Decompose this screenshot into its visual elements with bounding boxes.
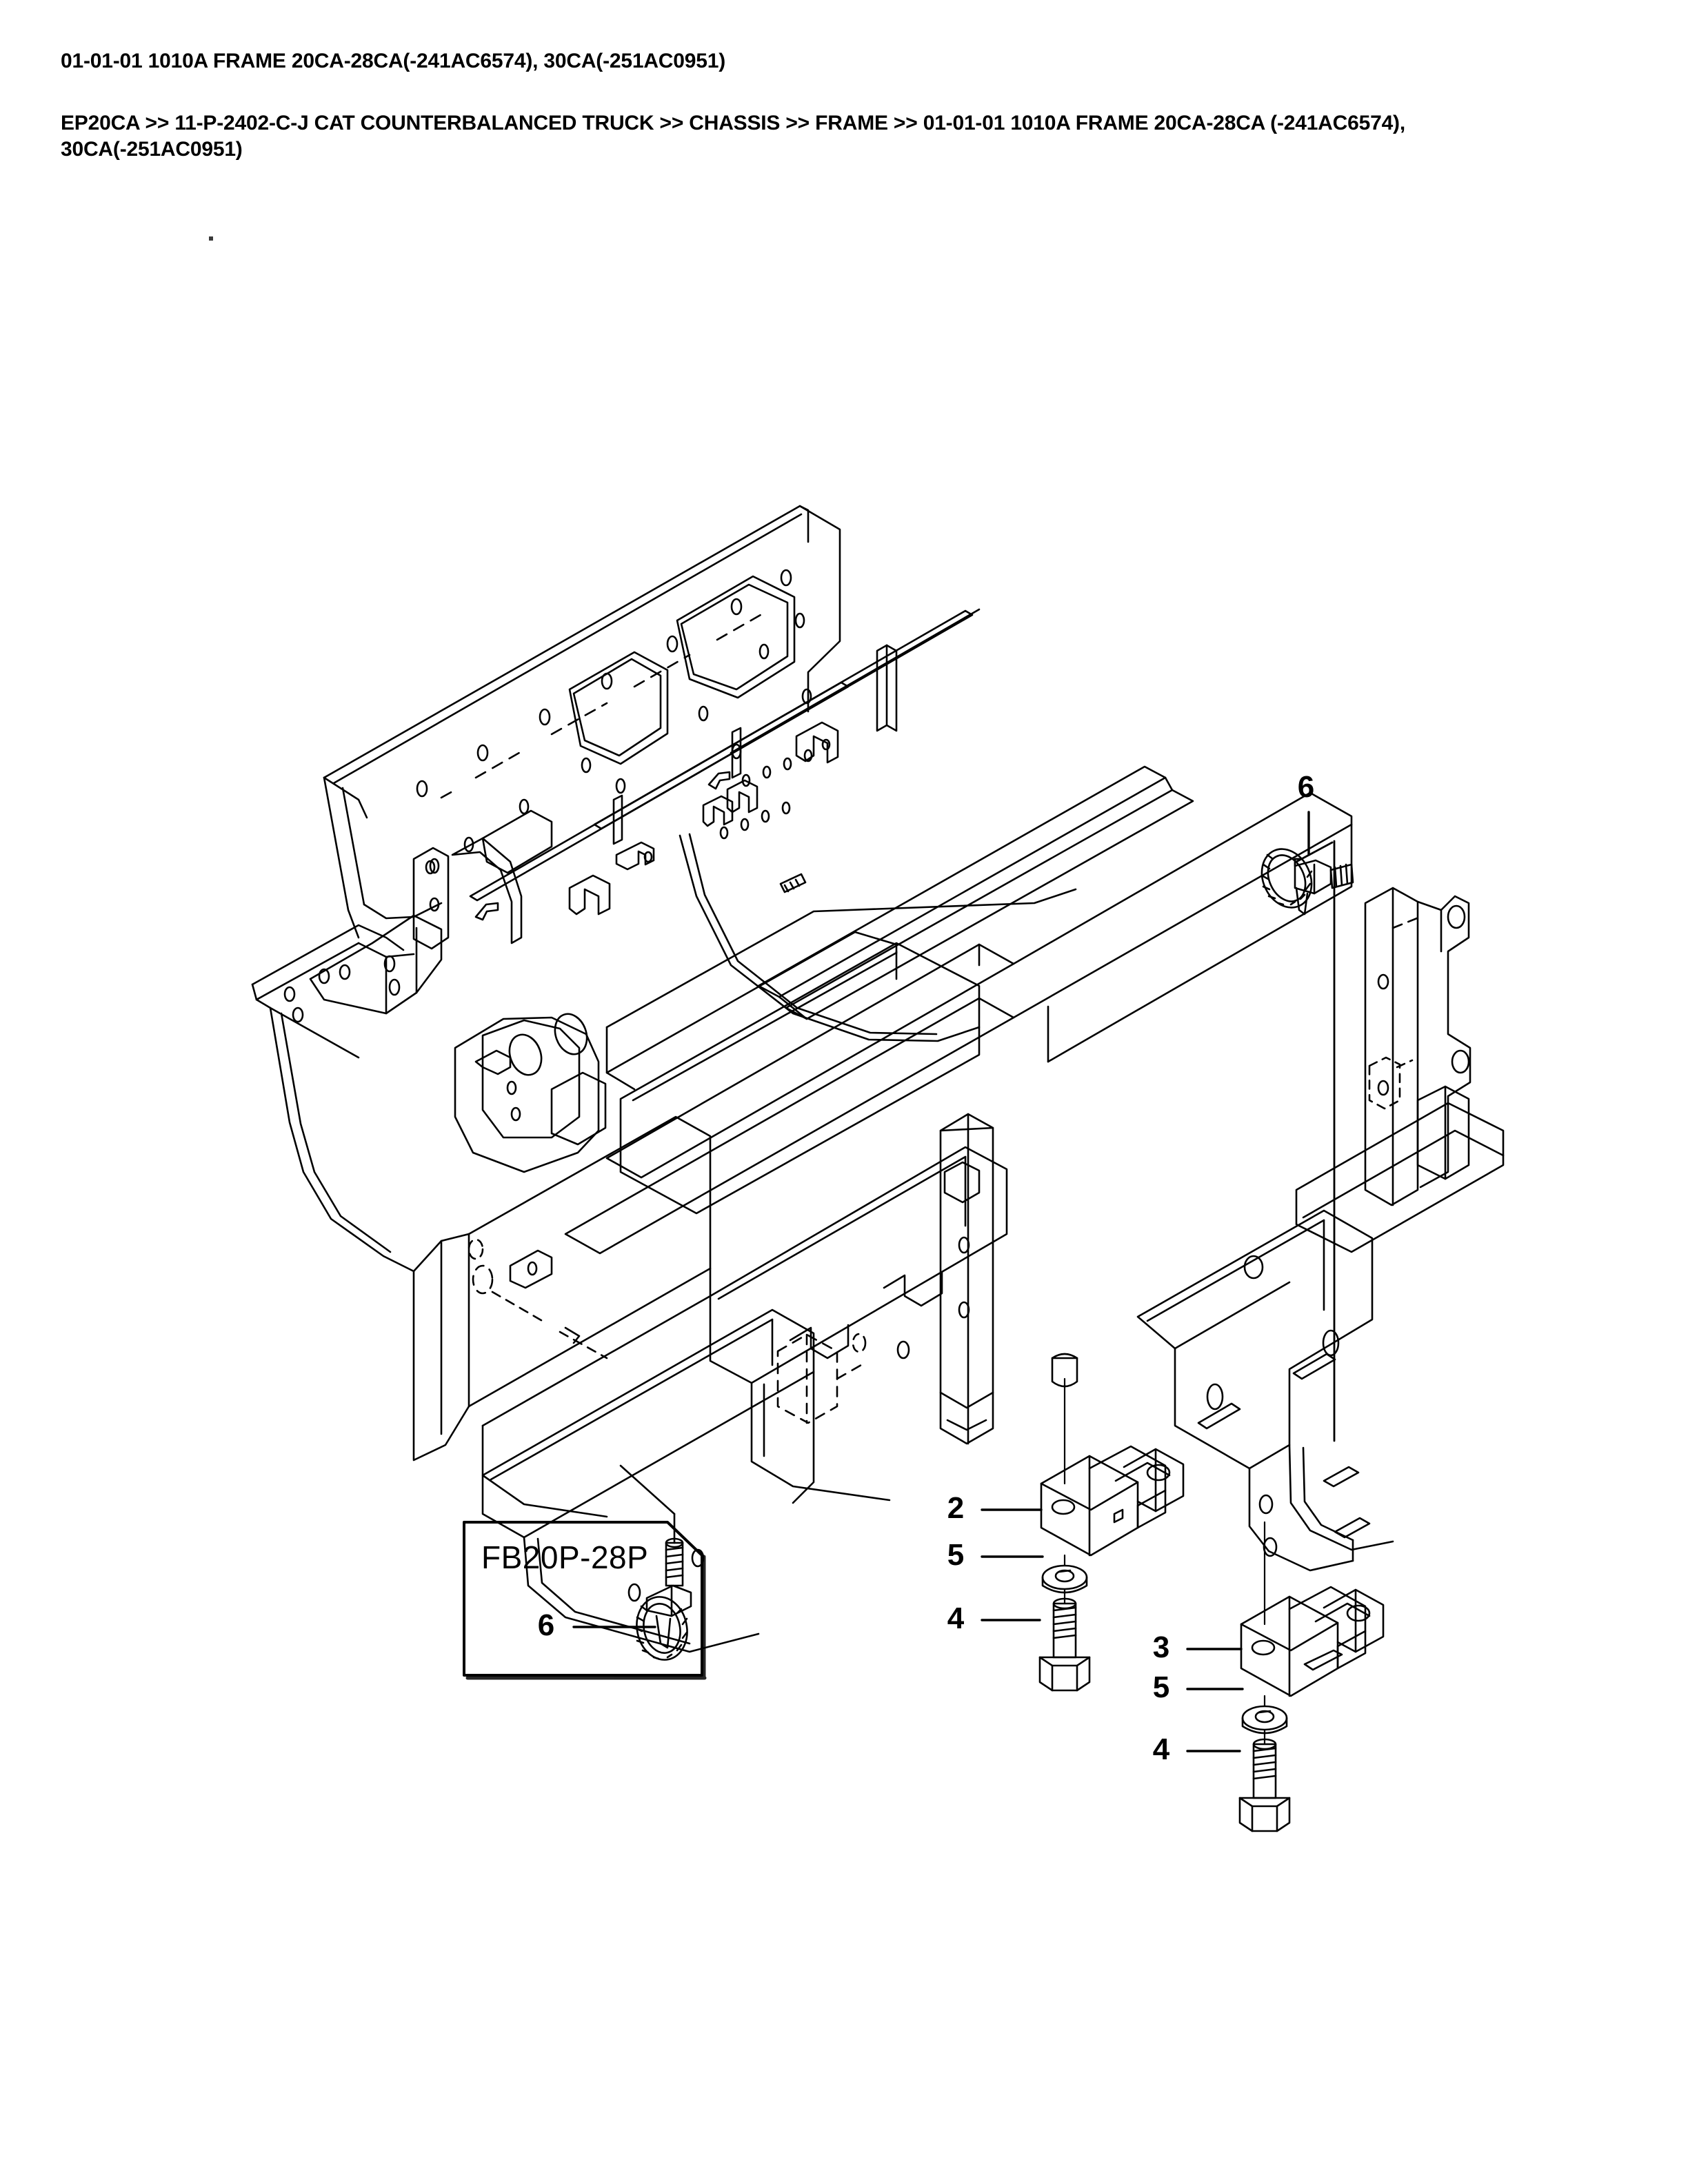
- callout-number-4-left: 4: [947, 1601, 965, 1635]
- frame-center-body: [564, 765, 1353, 1255]
- frame-left-wing: [251, 837, 523, 1273]
- part-5-lock-washer-left: [1041, 1564, 1088, 1594]
- part-5-lock-washer-right: [1241, 1705, 1288, 1735]
- callout-number-4-right: 4: [1152, 1732, 1170, 1766]
- bolt-hole-target-left: [1051, 1353, 1078, 1388]
- frame-center-floor: [709, 1146, 1008, 1502]
- part-6-eyelet-clip-bolt-main: [1260, 848, 1354, 916]
- panel-vertical-posts: [612, 644, 898, 845]
- callout-number-5-right: 5: [1152, 1670, 1170, 1704]
- page-title: 01-01-01 1010A FRAME 20CA-28CA(-241AC657…: [61, 50, 725, 72]
- part-3-bracket-block: [1240, 1586, 1385, 1697]
- inset-variant-label: FB20P-28P: [481, 1539, 649, 1575]
- inset-leader-to-frame: [619, 1464, 676, 1544]
- frame-center-upright: [939, 1113, 994, 1445]
- callout-number-5-left: 5: [947, 1538, 965, 1572]
- frame-left-pivot-lugs: [454, 1013, 607, 1173]
- callout-number-3: 3: [1152, 1630, 1170, 1664]
- leader-line-callout6: [1294, 840, 1336, 1442]
- panel-clip-brackets: [568, 721, 839, 916]
- panel-rails: [469, 608, 981, 921]
- part-4-hex-bolt-right: [1238, 1738, 1291, 1832]
- frame-right-upright: [1295, 887, 1505, 1253]
- registration-dot: [209, 236, 213, 241]
- callout-number-6-main: 6: [1297, 770, 1315, 804]
- part-4-hex-bolt-left: [1038, 1597, 1091, 1692]
- breadcrumb: EP20CA >> 11-P-2402-C-J CAT COUNTERBALAN…: [61, 112, 1405, 161]
- callout-number-6-inset: 6: [537, 1608, 555, 1642]
- frame-right-fender: [1136, 1209, 1394, 1572]
- callout-number-2: 2: [947, 1491, 965, 1525]
- frame-back-panel: [323, 505, 841, 939]
- part-2-bracket-block: [1040, 1445, 1185, 1557]
